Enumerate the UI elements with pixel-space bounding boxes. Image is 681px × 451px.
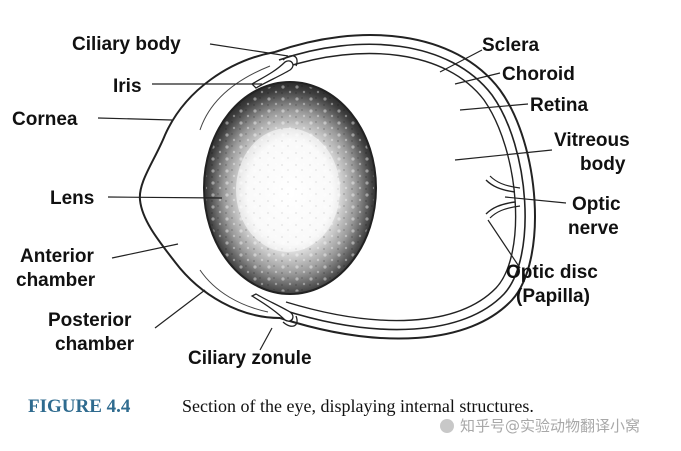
ciliary-body-top: [282, 55, 298, 67]
cornea-outline: [138, 51, 281, 319]
iris-top: [250, 60, 294, 89]
leader-lines: [97, 43, 567, 351]
label-iris: Iris: [113, 76, 142, 97]
label-retina: Retina: [530, 95, 589, 116]
figure-caption-text: Section of the eye, displaying internal …: [182, 396, 534, 416]
watermark: 知乎号@实验动物翻译小窝: [440, 417, 640, 435]
ciliary-zonule-bottom: [282, 315, 298, 327]
choroid-layer: [278, 43, 526, 331]
lens-core: [236, 128, 340, 252]
label-lens: Lens: [50, 188, 94, 209]
label-posterior-chamber-line2: chamber: [55, 334, 135, 355]
watermark-text: 知乎号@实验动物翻译小窝: [460, 417, 640, 435]
label-anterior-chamber-line1: Anterior: [20, 246, 95, 267]
anterior-chamber-boundary: [199, 65, 271, 313]
label-ciliary-zonule: Ciliary zonule: [188, 348, 312, 369]
watermark-logo-icon: [440, 419, 454, 433]
label-vitreous-body-line1: Vitreous: [554, 130, 630, 151]
label-anterior-chamber-line2: chamber: [16, 270, 96, 291]
label-optic-nerve-line1: Optic: [572, 194, 621, 215]
label-sclera: Sclera: [482, 35, 539, 56]
label-choroid: Choroid: [502, 64, 575, 85]
optic-nerve: [485, 175, 521, 219]
eyeball: [138, 34, 536, 340]
figure-number: FIGURE 4.4: [28, 396, 131, 417]
iris-ciliary: [250, 55, 298, 327]
lens: [203, 81, 377, 295]
retina-layer: [282, 52, 517, 322]
label-ciliary-body: Ciliary body: [72, 34, 181, 55]
label-optic-disc-line2: (Papilla): [516, 286, 590, 307]
label-posterior-chamber-line1: Posterior: [48, 310, 132, 331]
label-optic-disc-line1: Optic disc: [506, 262, 598, 283]
label-cornea: Cornea: [12, 109, 78, 130]
sclera-layer: [274, 34, 536, 340]
labels: Ciliary body Iris Cornea Lens Anterior c…: [12, 34, 630, 369]
label-optic-nerve-line2: nerve: [568, 218, 619, 239]
label-vitreous-body-line2: body: [580, 154, 626, 175]
iris-bottom: [250, 293, 294, 322]
figure-caption: FIGURE 4.4 Section of the eye, displayin…: [28, 396, 534, 417]
